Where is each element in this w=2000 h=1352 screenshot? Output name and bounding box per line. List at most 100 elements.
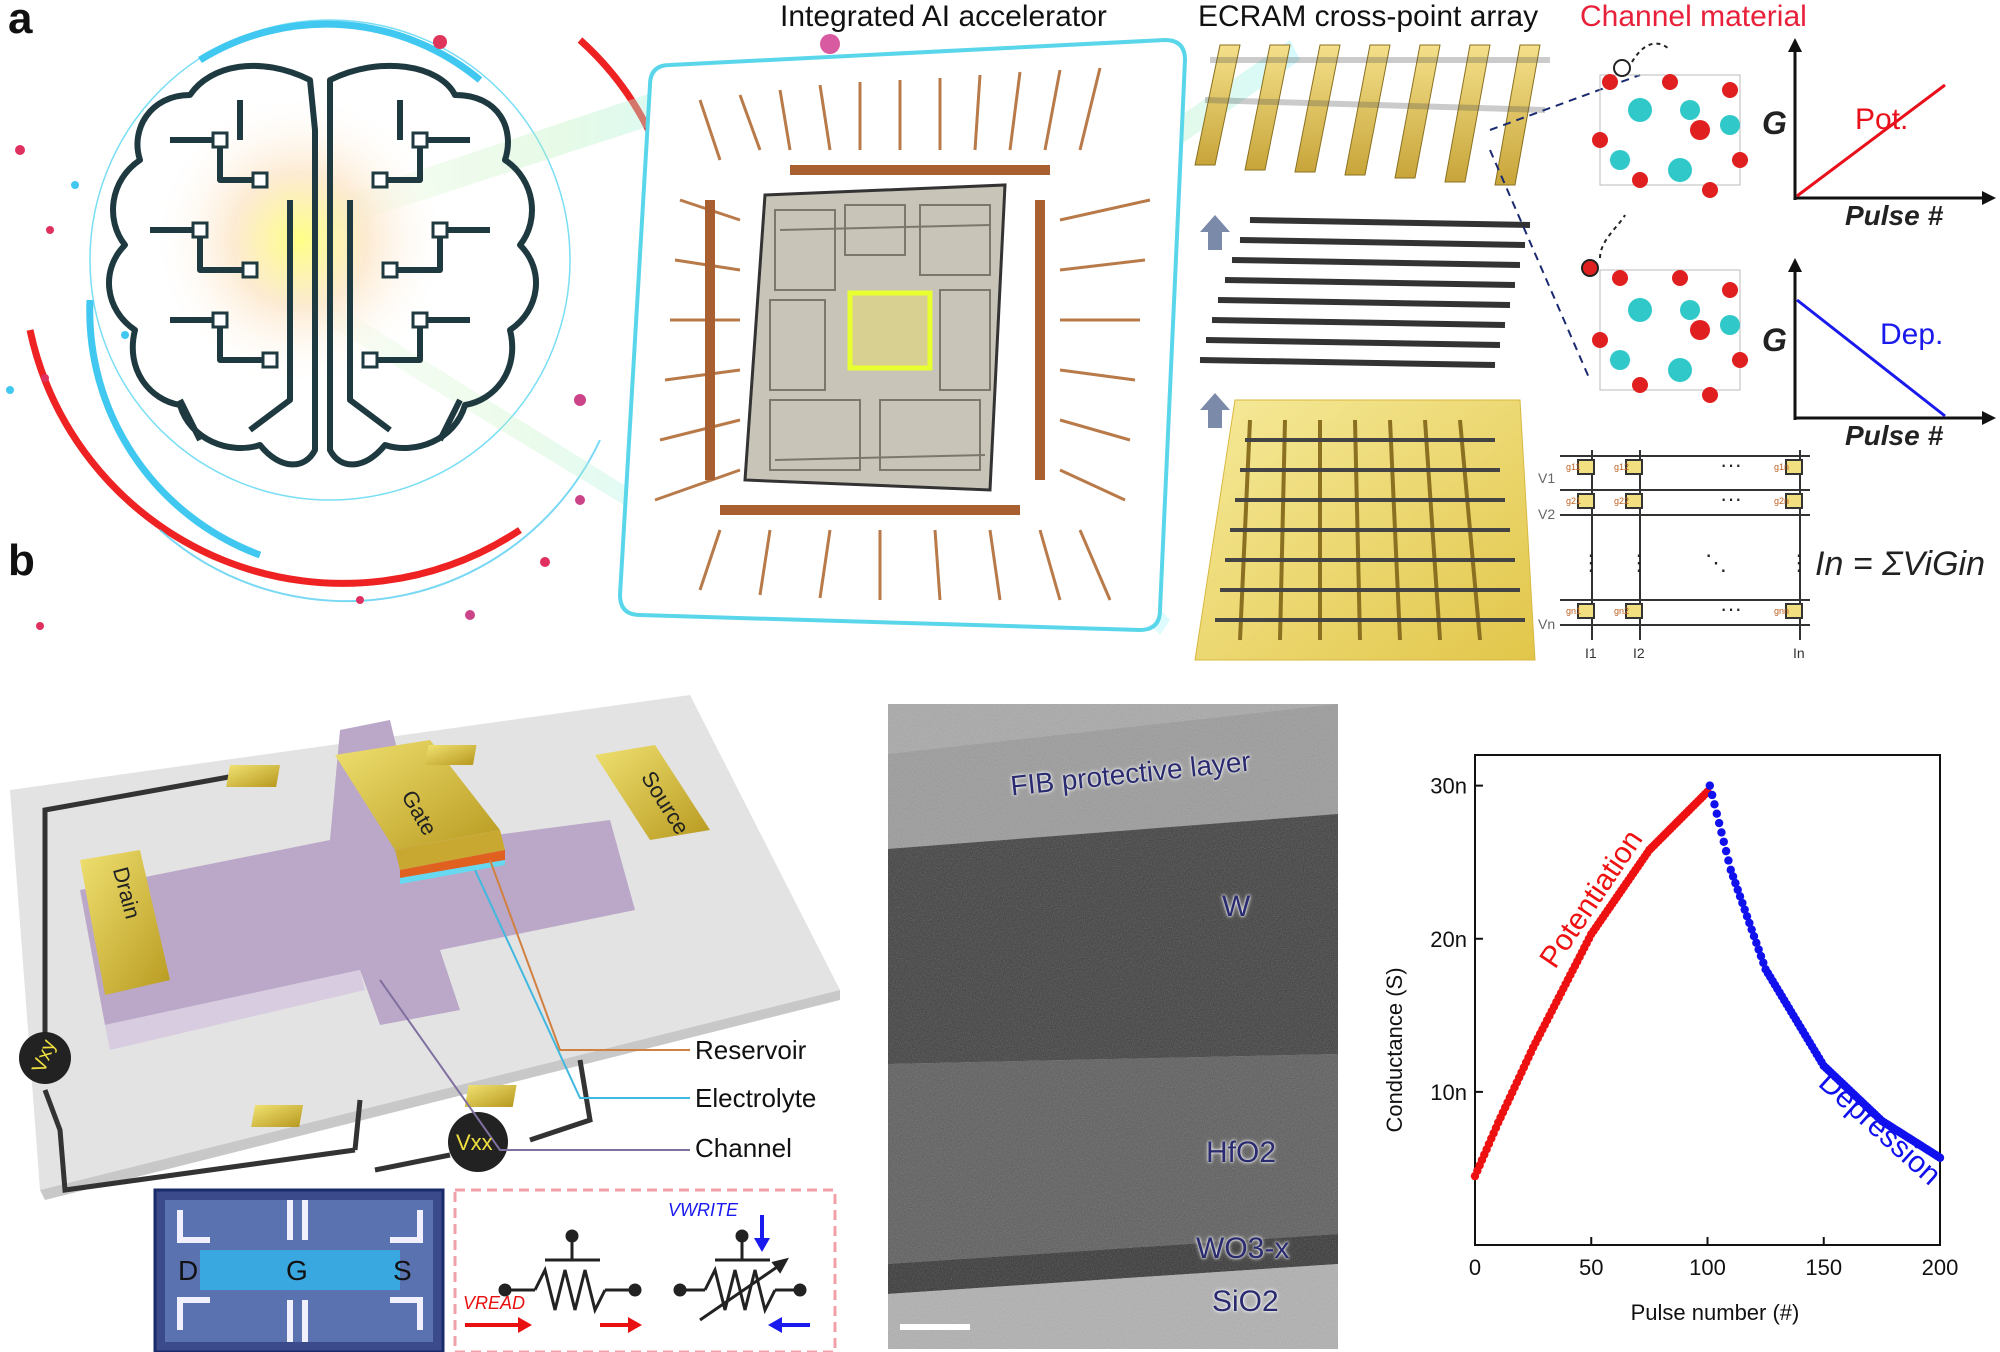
- data-point: [1714, 818, 1724, 828]
- data-point: [1719, 837, 1728, 846]
- dep-plot-line-label: Dep.: [1880, 318, 1944, 351]
- row-label-v1: V1: [1538, 470, 1556, 486]
- y-tick-label: 20n: [1430, 927, 1467, 952]
- device-micrograph: [153, 1188, 445, 1352]
- y-tick-label: 10n: [1430, 1080, 1467, 1105]
- x-tick-label: 200: [1922, 1255, 1959, 1280]
- data-point: [1747, 925, 1756, 934]
- brain-glow: [150, 90, 450, 390]
- x-tick-label: 50: [1579, 1255, 1603, 1280]
- vxx-source-icon: [448, 1112, 508, 1172]
- data-point: [1745, 918, 1754, 928]
- panel-d-chart: 0 50 100 150 200 10n 20n 30n Pulse number (#) C…: [1382, 754, 1959, 1325]
- crossbar-schematic: [1560, 450, 1810, 640]
- svg-text:⋮: ⋮: [1628, 550, 1650, 575]
- dep-plot-ylabel: G: [1762, 322, 1787, 358]
- vxx-label: Vxx: [456, 1130, 493, 1155]
- cell-g22: g22: [1614, 496, 1630, 506]
- svg-text:···: ···: [1720, 452, 1742, 477]
- data-point: [1742, 912, 1752, 921]
- data-point: [1756, 951, 1766, 961]
- cell-g12: g12: [1614, 462, 1630, 472]
- data-point: [1728, 872, 1738, 881]
- vwrite-label: VWRITE: [668, 1200, 738, 1220]
- x-tick-label: 150: [1805, 1255, 1842, 1280]
- micro-label-d: D: [178, 1255, 199, 1286]
- pot-plot-line-label: Pot.: [1855, 103, 1909, 136]
- svg-text:⋮: ⋮: [1580, 550, 1602, 575]
- cell-g21: g21: [1566, 496, 1582, 506]
- read-arrows: [465, 1317, 642, 1333]
- cell-g11: g11: [1566, 462, 1581, 472]
- data-point: [1759, 958, 1768, 967]
- data-point: [1707, 790, 1717, 800]
- data-point: [1735, 892, 1745, 901]
- write-resistor-symbol: [673, 1229, 807, 1322]
- read-resistor-symbol: [498, 1229, 642, 1315]
- crossbar-equation: In = ΣViGin: [1815, 545, 1986, 583]
- layer-label-wo3x: WO3-x: [1196, 1232, 1290, 1265]
- micro-label-s: S: [393, 1255, 412, 1286]
- data-point: [1752, 938, 1761, 948]
- crystal-structure-bottom: [1581, 259, 1748, 403]
- x-tick-label: 100: [1689, 1255, 1726, 1280]
- panel-c-tem-image: [888, 704, 1338, 1349]
- y-axis-label: Conductance (S): [1382, 967, 1407, 1132]
- data-point: [1738, 898, 1747, 908]
- data-point: [1721, 846, 1731, 856]
- callout-electrolyte: Electrolyte: [695, 1083, 817, 1113]
- data-point: [1705, 781, 1715, 790]
- data-point: [1733, 885, 1742, 894]
- annotation-potentiation: Potentiation: [1533, 824, 1649, 974]
- cell-gn1: gn1: [1566, 606, 1582, 616]
- brain-arcs: [26, 19, 684, 603]
- panel-a-illustration: ········· ⋮⋮⋱⋮: [6, 19, 1996, 661]
- plot-depression: [1788, 258, 1996, 425]
- svg-text:⋮: ⋮: [1788, 550, 1810, 575]
- cell-gnn: gnn: [1774, 606, 1790, 616]
- svg-text:···: ···: [1720, 596, 1742, 621]
- callout-reservoir: Reservoir: [695, 1035, 807, 1065]
- layer-label-w: W: [1222, 890, 1251, 923]
- panel-label-a: a: [8, 0, 33, 43]
- ecram-stack: [1194, 44, 1550, 661]
- data-point: [1740, 905, 1749, 914]
- x-axis-label: Pulse number (#): [1631, 1300, 1800, 1325]
- crossbar-dots: ········· ⋮⋮⋱⋮: [1580, 452, 1810, 621]
- row-label-vn: Vn: [1538, 616, 1556, 632]
- pot-plot-ylabel: G: [1762, 105, 1787, 141]
- accelerator-title: Integrated AI accelerator: [780, 0, 1107, 33]
- col-label-i2: I2: [1633, 645, 1645, 661]
- col-label-i1: I1: [1585, 645, 1597, 661]
- panel-label-b: b: [8, 536, 35, 585]
- svg-text:···: ···: [1720, 486, 1742, 511]
- ai-accelerator-chip: [617, 37, 1188, 633]
- plot-potentiation: [1788, 38, 1996, 205]
- x-tick-label: 0: [1469, 1255, 1481, 1280]
- layer-label-sio2: SiO2: [1212, 1285, 1279, 1318]
- data-point: [1710, 800, 1719, 809]
- write-arrows: [754, 1215, 810, 1333]
- panel-b-device-illustration: [10, 695, 840, 1352]
- data-point: [1935, 1153, 1945, 1162]
- data-point: [1749, 931, 1759, 941]
- y-tick-label: 30n: [1430, 774, 1467, 799]
- data-point: [1754, 945, 1763, 954]
- micro-label-g: G: [286, 1255, 308, 1286]
- data-point: [1731, 878, 1740, 888]
- data-point: [1712, 809, 1721, 818]
- layer-label-hfo2: HfO2: [1206, 1136, 1277, 1169]
- cell-g2n: g2n: [1774, 496, 1790, 506]
- brain-nodes: [191, 131, 449, 369]
- dep-plot-xlabel: Pulse #: [1845, 420, 1944, 451]
- crystal-structure-top: [1592, 59, 1748, 198]
- data-point: [1724, 856, 1733, 865]
- annotation-depression: Depression: [1812, 1066, 1947, 1192]
- material-title: Channel material: [1580, 0, 1807, 33]
- pot-plot-xlabel: Pulse #: [1845, 200, 1944, 231]
- vxy-source-icon: [19, 1032, 71, 1084]
- callout-channel: Channel: [695, 1133, 792, 1163]
- array-title: ECRAM cross-point array: [1198, 0, 1539, 33]
- row-label-v2: V2: [1538, 506, 1556, 522]
- cell-gn2: gn2: [1614, 606, 1630, 616]
